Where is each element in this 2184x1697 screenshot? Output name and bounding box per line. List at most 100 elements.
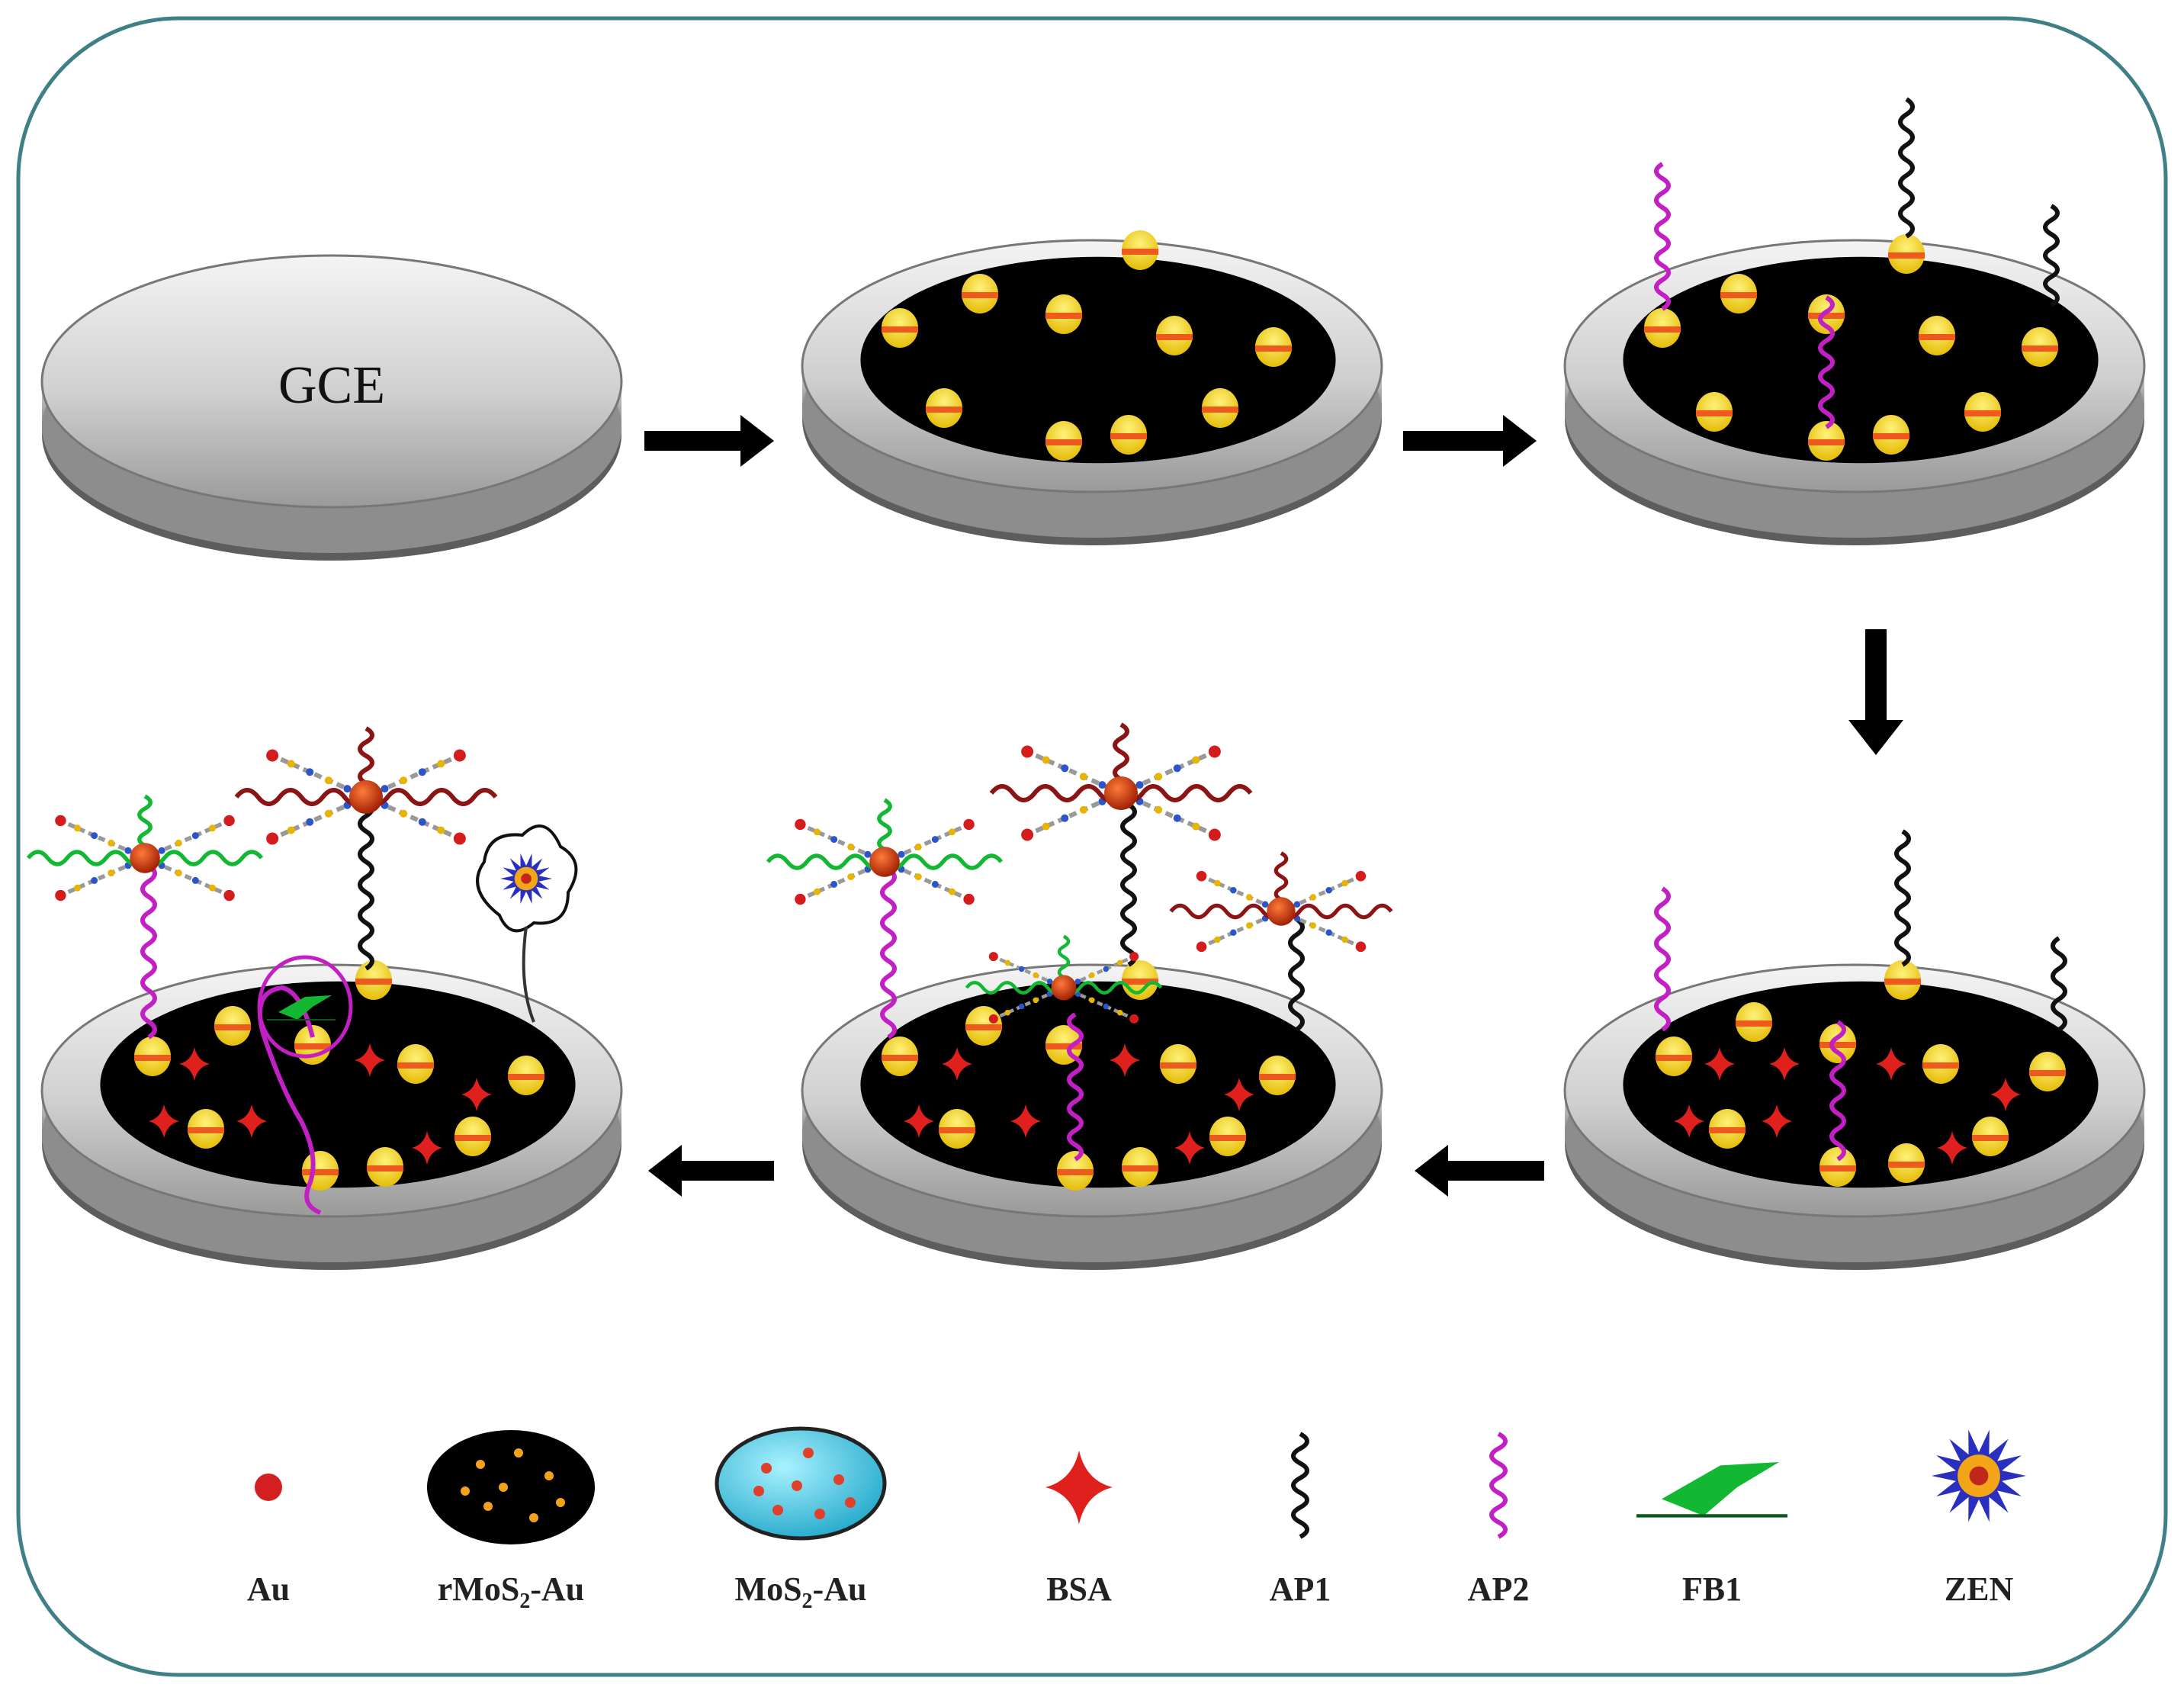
au-band <box>367 1165 403 1172</box>
linker-bead <box>437 760 445 768</box>
probe-arm <box>766 853 887 870</box>
legend-ap1-label: AP1 <box>1270 1570 1331 1608</box>
au-band <box>1873 433 1909 439</box>
bsa-cross <box>942 1047 972 1081</box>
ap1-tether <box>522 926 535 1023</box>
arrow-step-4 <box>1415 1145 1544 1197</box>
linker-end <box>1208 828 1221 841</box>
au-nanoparticle <box>962 274 998 313</box>
au-nanoparticle <box>1736 1002 1772 1042</box>
linker-end <box>1196 941 1207 953</box>
au-band <box>2022 346 2058 352</box>
au-nanoparticle <box>1964 392 2001 432</box>
ap1-strand <box>1898 97 1915 239</box>
linker-bead <box>91 832 98 840</box>
linker-bead <box>324 809 332 818</box>
linker-end <box>266 832 279 845</box>
linker-bead <box>1309 894 1317 901</box>
linker-bead <box>931 836 939 844</box>
au-nanoparticle <box>1696 392 1733 432</box>
probe-core <box>130 843 160 873</box>
au-nanoparticle <box>1156 316 1193 355</box>
bsa-cross <box>1674 1104 1704 1138</box>
au-nanoparticle <box>1209 1117 1246 1156</box>
linker-bead <box>1089 997 1095 1004</box>
au-band <box>1209 1135 1246 1141</box>
au-nanoparticle <box>1888 1143 1925 1183</box>
rmos2-dot <box>483 1502 493 1511</box>
probe-arm <box>965 981 1065 995</box>
bsa-cross <box>1045 1450 1113 1525</box>
mos2-au-probe <box>26 794 264 902</box>
linker-bead <box>158 847 165 854</box>
rmos2-dot <box>514 1448 523 1458</box>
zen-molecule <box>500 853 552 905</box>
arrow-step-3 <box>1848 629 1903 755</box>
linker-bead <box>91 876 98 884</box>
au-nanoparticle <box>2029 1052 2066 1091</box>
ap1-strand <box>1120 802 1137 967</box>
au-nanoparticle <box>1122 1147 1158 1187</box>
linker-bead <box>208 884 216 892</box>
linker-end <box>1355 941 1367 953</box>
probe-arm <box>364 788 498 806</box>
linker-bead <box>847 843 855 850</box>
linker-end <box>988 952 998 962</box>
probe-arm <box>1169 903 1283 920</box>
fb1-molecule <box>267 995 336 1020</box>
linker-bead <box>1042 756 1050 764</box>
ap2-strand <box>1067 1012 1084 1162</box>
au-band <box>1696 410 1733 416</box>
au-nanoparticle <box>882 308 918 348</box>
probe-arm <box>26 850 147 866</box>
legend-au-label: Au <box>247 1570 290 1608</box>
linker-end <box>963 818 975 831</box>
au-nanoparticle <box>1922 1044 1959 1084</box>
linker-bead <box>1245 894 1253 901</box>
au-band <box>1736 1020 1772 1027</box>
electrode-detection <box>26 726 623 1270</box>
linker-end <box>55 889 66 902</box>
au-nanoparticle <box>454 1117 491 1156</box>
bsa-cross <box>1704 1047 1735 1081</box>
arrow-shaft <box>1403 431 1511 451</box>
zen-molecule <box>1932 1429 2026 1522</box>
au-band <box>1656 1055 1692 1061</box>
linker-bead <box>1309 922 1317 929</box>
au-nanoparticle <box>1045 421 1082 461</box>
linker-bead <box>1079 805 1087 814</box>
mos2-au-probe <box>766 798 1004 905</box>
probe-core <box>1104 776 1138 810</box>
probe-core <box>1051 975 1077 1001</box>
au-nanoparticle <box>882 1037 918 1076</box>
rmos2-dot <box>499 1483 508 1492</box>
bsa-cross <box>1876 1047 1906 1081</box>
au-band <box>1156 334 1193 340</box>
legend-rmos2-au-icon <box>427 1430 595 1544</box>
mos2-dot <box>814 1509 825 1519</box>
linker-end <box>1196 870 1207 882</box>
au-band <box>355 979 392 985</box>
au-band <box>1045 439 1082 445</box>
arrow-head <box>1848 720 1903 755</box>
linker-end <box>1021 745 1034 758</box>
ap1-strand <box>1288 917 1305 1032</box>
mos2-au-probe <box>989 722 1253 841</box>
linker-end <box>1021 828 1034 841</box>
arrow-head <box>648 1145 682 1197</box>
linker-bead <box>1033 972 1039 979</box>
au-band <box>1045 1043 1082 1049</box>
arrow-step-2 <box>1403 415 1537 467</box>
probe-core <box>1267 897 1296 926</box>
probe-arm <box>989 784 1123 802</box>
probe-arm <box>1119 784 1253 802</box>
au-band <box>134 1055 171 1061</box>
linker-bead <box>343 785 352 793</box>
ap2-strand <box>1829 1020 1846 1162</box>
linker-bead <box>1061 764 1069 773</box>
linker-bead <box>1325 886 1332 894</box>
linker-bead <box>1116 1009 1123 1016</box>
au-band <box>1808 313 1845 319</box>
arrow-head <box>740 415 774 467</box>
legend-fb1-label: FB1 <box>1682 1570 1742 1608</box>
